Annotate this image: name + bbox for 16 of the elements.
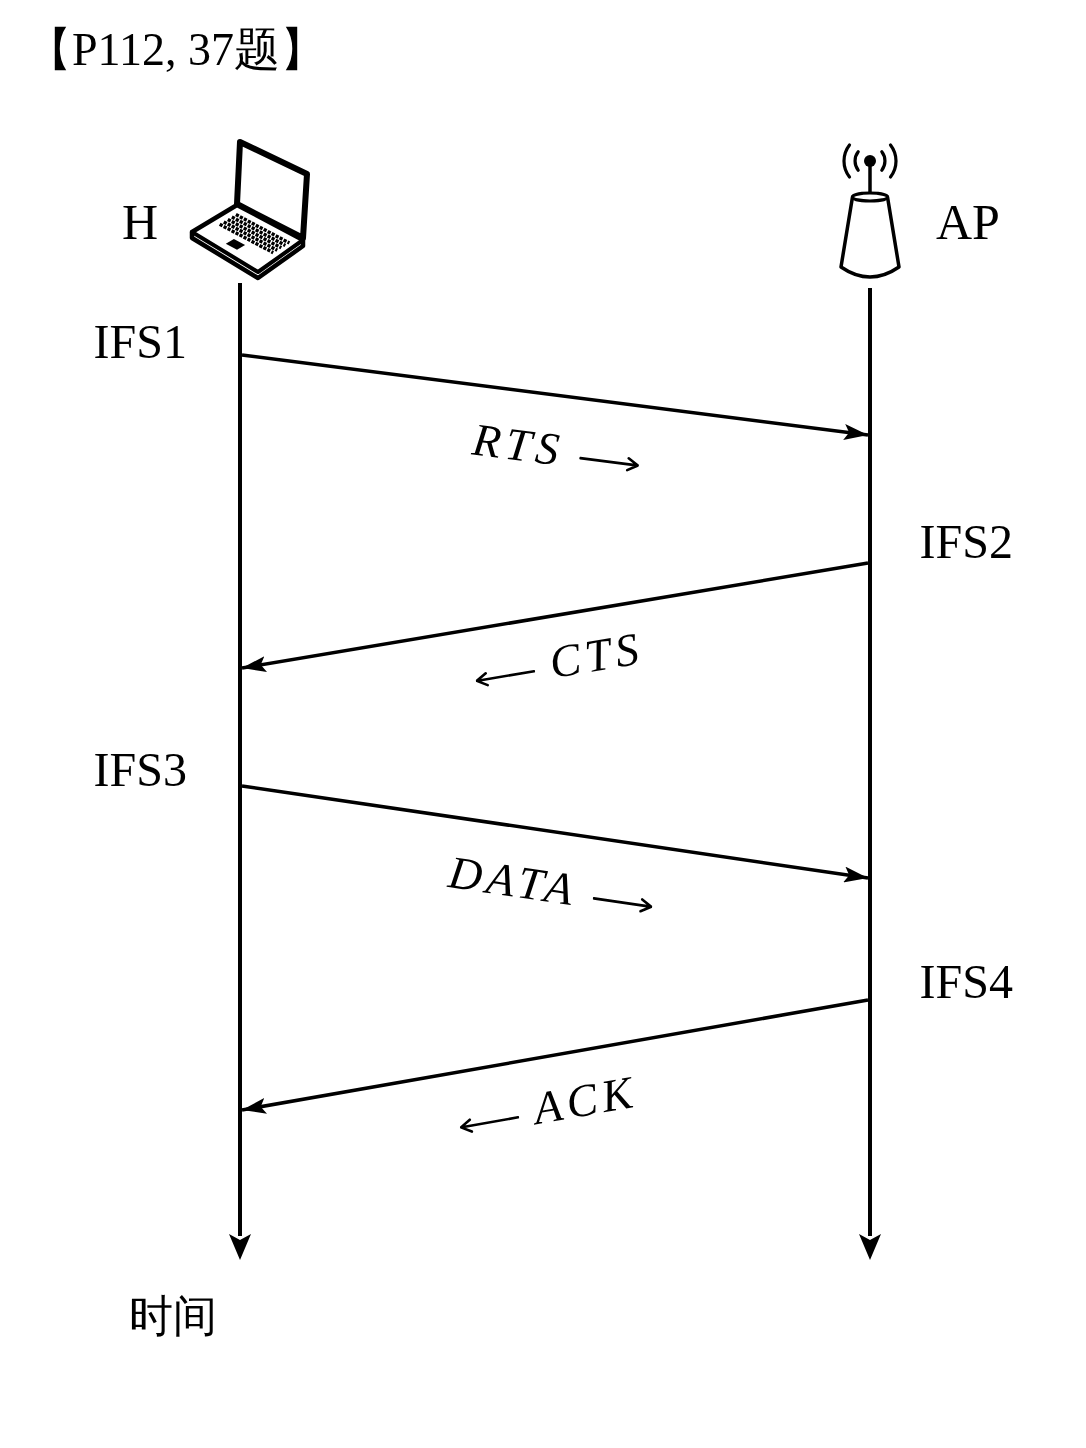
- arrow: [241, 784, 869, 883]
- edge-label: RTS: [469, 416, 567, 474]
- title: 【P112, 37题】: [26, 27, 326, 73]
- edge-label: DATA: [445, 849, 581, 914]
- participant-label: AP: [936, 197, 1000, 247]
- arrow: [241, 353, 869, 440]
- participant-label: H: [122, 197, 159, 247]
- interval-label: IFS4: [919, 958, 1013, 1006]
- interval-label: IFS2: [919, 518, 1013, 566]
- edge-label: ACK: [530, 1068, 641, 1133]
- arrow: [241, 561, 869, 672]
- interval-label: IFS1: [93, 318, 187, 366]
- edge-label: CTS: [546, 625, 647, 687]
- arrow: [241, 998, 869, 1114]
- axis-label: 时间: [129, 1295, 217, 1339]
- interval-label: IFS3: [93, 746, 187, 794]
